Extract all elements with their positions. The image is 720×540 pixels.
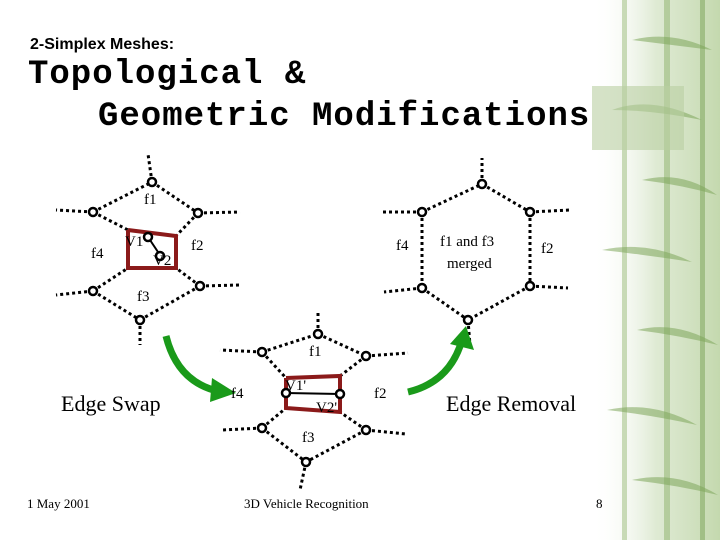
face-label-f4-bottom: f4 [231,386,244,403]
face-label-f2-bottom: f2 [374,386,387,403]
vertex-label-v2-prime: V2' [316,400,337,417]
merged-label-line-1: f1 and f3 [440,234,494,251]
face-label-f2-right: f2 [541,241,554,258]
face-label-f2: f2 [191,238,204,255]
face-label-f4-right: f4 [396,238,409,255]
merged-label-line-2: merged [447,256,492,273]
vertex-label-v1-prime: V1' [285,378,306,395]
footer-title: 3D Vehicle Recognition [244,496,369,512]
vertex-label-v1: V1 [125,234,143,251]
footer-date: 1 May 2001 [27,496,90,512]
edge-swap-label: Edge Swap [61,391,161,417]
vertex-label-v2: V2 [153,253,171,270]
edge-removal-label: Edge Removal [446,391,576,417]
face-label-f3: f3 [137,289,150,306]
face-label-f1-bottom: f1 [309,344,322,361]
face-label-f4: f4 [91,246,104,263]
page-number: 8 [596,496,603,512]
face-label-f3-bottom: f3 [302,430,315,447]
edge-removal-arrow [408,340,462,392]
face-label-f1: f1 [144,192,157,209]
